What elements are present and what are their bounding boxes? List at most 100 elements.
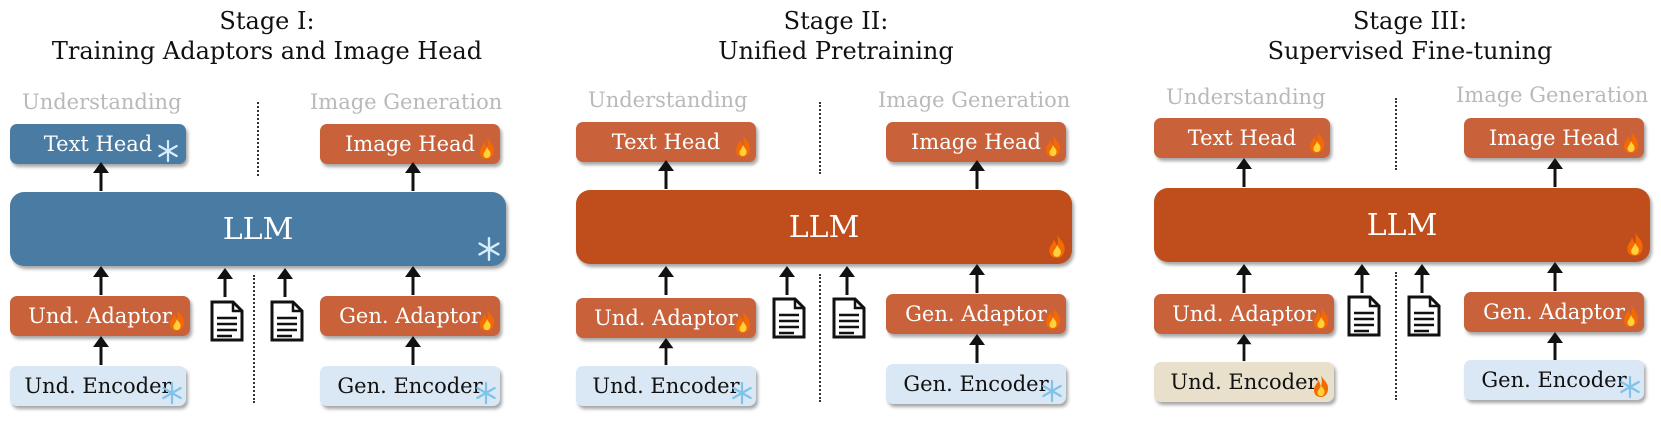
image-generation-label: Image Generation: [310, 90, 503, 114]
understanding-label: Understanding: [22, 90, 182, 114]
arrow-up: [1547, 158, 1563, 187]
und-adaptor-label: Und. Adaptor: [1172, 302, 1316, 326]
document-icon: [772, 297, 806, 339]
text-head: Text Head: [10, 124, 186, 164]
llm-label: LLM: [1366, 207, 1438, 243]
text-head-label: Text Head: [43, 132, 153, 156]
stage-2-title-line2: Unified Pretraining: [718, 37, 954, 65]
gen-adaptor-label: Gen. Adaptor: [905, 302, 1047, 326]
und-encoder: Und. Encoder: [576, 366, 756, 406]
text-head: Text Head: [1154, 118, 1330, 158]
arrow-up: [839, 266, 855, 295]
snowflake-icon: [1042, 379, 1062, 403]
llm-block: LLM: [576, 190, 1072, 264]
fire-icon: [736, 135, 751, 157]
stage-2-title-line1: Stage II:: [783, 7, 889, 35]
stage-2: Stage II: Unified Pretraining Understand…: [566, 0, 1106, 423]
arrow-up: [1547, 262, 1563, 291]
arrow-up: [217, 268, 233, 297]
gen-adaptor-label: Gen. Adaptor: [339, 304, 481, 328]
understanding-label: Understanding: [1166, 85, 1326, 109]
arrow-up: [1547, 332, 1563, 361]
arrow-up: [1354, 264, 1370, 293]
image-head: Image Head: [320, 124, 500, 164]
image-head-label: Image Head: [1489, 126, 1619, 150]
und-encoder-label: Und. Encoder: [1170, 370, 1318, 394]
arrow-up: [405, 162, 421, 191]
fire-icon: [1624, 131, 1639, 153]
gen-adaptor: Gen. Adaptor: [1464, 292, 1644, 332]
arrow-up: [405, 336, 421, 365]
arrow-up: [93, 266, 109, 295]
image-head-label: Image Head: [911, 130, 1041, 154]
gen-encoder-label: Gen. Encoder: [1481, 368, 1627, 392]
arrow-up: [93, 336, 109, 365]
arrow-up: [779, 266, 795, 295]
llm-label: LLM: [222, 211, 294, 247]
und-adaptor: Und. Adaptor: [10, 296, 190, 336]
arrow-up: [969, 160, 985, 189]
separator-top: [1395, 98, 1397, 170]
image-head: Image Head: [1464, 118, 1644, 158]
gen-encoder: Gen. Encoder: [1464, 360, 1644, 400]
arrow-up: [1236, 158, 1252, 187]
und-adaptor-label: Und. Adaptor: [594, 306, 738, 330]
snowflake-icon: [478, 236, 500, 262]
snowflake-icon: [158, 139, 178, 163]
fire-icon: [480, 137, 495, 159]
fire-icon: [1624, 305, 1639, 327]
separator-top: [819, 102, 821, 174]
arrow-up: [93, 162, 109, 191]
text-head: Text Head: [576, 122, 756, 162]
gen-encoder: Gen. Encoder: [886, 364, 1066, 404]
separator-bottom: [1395, 272, 1397, 400]
gen-adaptor: Gen. Adaptor: [886, 294, 1066, 334]
arrow-up: [1236, 264, 1252, 293]
gen-encoder: Gen. Encoder: [320, 366, 500, 406]
und-adaptor: Und. Adaptor: [576, 298, 756, 338]
fire-icon: [1314, 375, 1329, 397]
text-head-label: Text Head: [611, 130, 721, 154]
stage-3-title-line2: Supervised Fine-tuning: [1267, 37, 1553, 65]
arrow-up: [405, 266, 421, 295]
gen-encoder-label: Gen. Encoder: [903, 372, 1049, 396]
und-encoder-label: Und. Encoder: [592, 374, 740, 398]
arrow-up: [658, 266, 674, 295]
fire-icon: [170, 309, 185, 331]
llm-label: LLM: [788, 209, 860, 245]
understanding-label: Understanding: [588, 88, 748, 112]
fire-icon: [1310, 131, 1325, 153]
stage-3-title-line1: Stage III:: [1352, 7, 1468, 35]
snowflake-icon: [1620, 375, 1640, 399]
fire-icon: [736, 311, 751, 333]
fire-icon: [1046, 307, 1061, 329]
stage-1-title-line1: Stage I:: [219, 7, 315, 35]
stage-1: Stage I: Training Adaptors and Image Hea…: [0, 0, 540, 423]
arrow-up: [658, 160, 674, 189]
document-icon: [1407, 295, 1441, 337]
snowflake-icon: [476, 381, 496, 405]
und-adaptor: Und. Adaptor: [1154, 294, 1334, 334]
arrow-up: [658, 338, 674, 366]
stage-1-title-line2: Training Adaptors and Image Head: [51, 37, 483, 65]
document-icon: [270, 300, 304, 342]
fire-icon: [1049, 234, 1065, 258]
document-icon: [1347, 295, 1381, 337]
gen-encoder-label: Gen. Encoder: [337, 374, 483, 398]
arrow-up: [969, 334, 985, 363]
arrow-up: [1414, 264, 1430, 293]
und-adaptor-label: Und. Adaptor: [28, 304, 172, 328]
arrow-up: [969, 264, 985, 293]
document-icon: [832, 297, 866, 339]
und-encoder-label: Und. Encoder: [24, 374, 172, 398]
llm-block: LLM: [1154, 188, 1650, 262]
image-head: Image Head: [886, 122, 1066, 162]
und-encoder: Und. Encoder: [1154, 362, 1334, 402]
image-generation-label: Image Generation: [1456, 83, 1649, 107]
gen-adaptor: Gen. Adaptor: [320, 296, 500, 336]
fire-icon: [1627, 232, 1643, 256]
image-head-label: Image Head: [345, 132, 475, 156]
arrow-up: [1236, 334, 1252, 362]
separator-bottom: [253, 275, 255, 403]
text-head-label: Text Head: [1187, 126, 1297, 150]
